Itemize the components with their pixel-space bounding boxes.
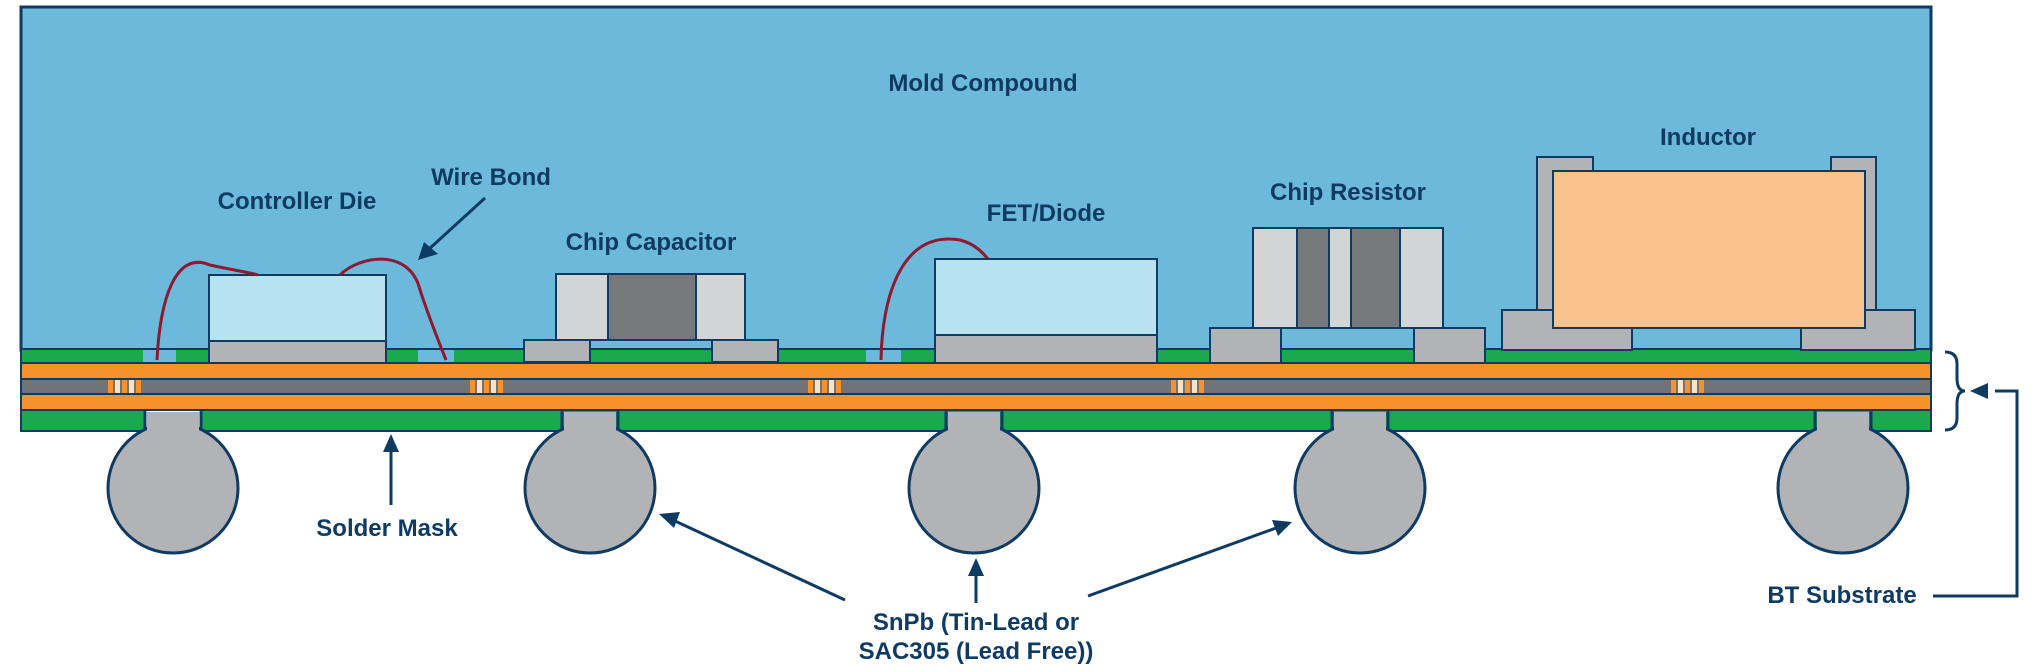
solder-ball (1293, 411, 1427, 555)
chip-resistor-label: Chip Resistor (1270, 179, 1426, 206)
solder-label-line2: SAC305 (Lead Free)) (859, 638, 1094, 665)
bt-substrate-brace (1944, 350, 1966, 432)
inductor-label: Inductor (1660, 124, 1756, 151)
fet-diode (934, 258, 1158, 364)
copper-layer-top (20, 362, 1932, 380)
solder-mask-label: Solder Mask (316, 515, 458, 542)
bt-substrate-label: BT Substrate (1767, 582, 1916, 609)
solder-ball (907, 411, 1041, 555)
solder-ball (106, 411, 240, 555)
core-layer (20, 378, 1932, 395)
controller-die (208, 274, 387, 364)
solder-arrow-left-head (659, 512, 680, 528)
solder-mask-arrowhead (383, 434, 399, 452)
solder-balls (106, 411, 1910, 555)
inductor-body (1552, 170, 1866, 329)
wire-bond (879, 237, 990, 361)
wire-bonds (155, 237, 990, 361)
via (470, 380, 503, 393)
wire-bond-label: Wire Bond (431, 164, 551, 191)
mold-compound-label: Mold Compound (888, 70, 1077, 97)
copper-layer-bottom (20, 393, 1932, 411)
solder-arrow-left (674, 519, 846, 602)
wire-bond-arrow (426, 196, 487, 252)
wire-bond (338, 257, 448, 361)
solder-arrow-right (1087, 526, 1277, 598)
die-body (208, 274, 387, 342)
solder-ball (1776, 411, 1910, 555)
die-attach-pad (208, 340, 387, 364)
labels: Mold Compound Inductor Wire Bond Control… (218, 70, 1917, 665)
inductor (1501, 156, 1916, 351)
solder-label-line1: SnPb (Tin-Lead or (873, 609, 1079, 636)
chip-capacitor (523, 273, 779, 363)
via (108, 380, 141, 393)
solder-arrow-right-head (1272, 520, 1292, 536)
via-groups (108, 380, 1704, 393)
bt-substrate-connector (1933, 389, 2019, 598)
solder-ball (523, 411, 657, 555)
fet-diode-label: FET/Diode (987, 200, 1106, 227)
via (1671, 380, 1704, 393)
via (808, 380, 841, 393)
wire-bond-arrowhead (418, 242, 438, 260)
controller-die-label: Controller Die (218, 188, 377, 215)
callouts (383, 196, 2019, 603)
solder-arrow-mid-head (968, 558, 984, 576)
wire-bond (155, 260, 259, 361)
chip-capacitor-label: Chip Capacitor (566, 229, 737, 256)
chip-resistor (1209, 227, 1486, 364)
bt-substrate-arrowhead (1970, 383, 1988, 399)
via (1171, 380, 1204, 393)
